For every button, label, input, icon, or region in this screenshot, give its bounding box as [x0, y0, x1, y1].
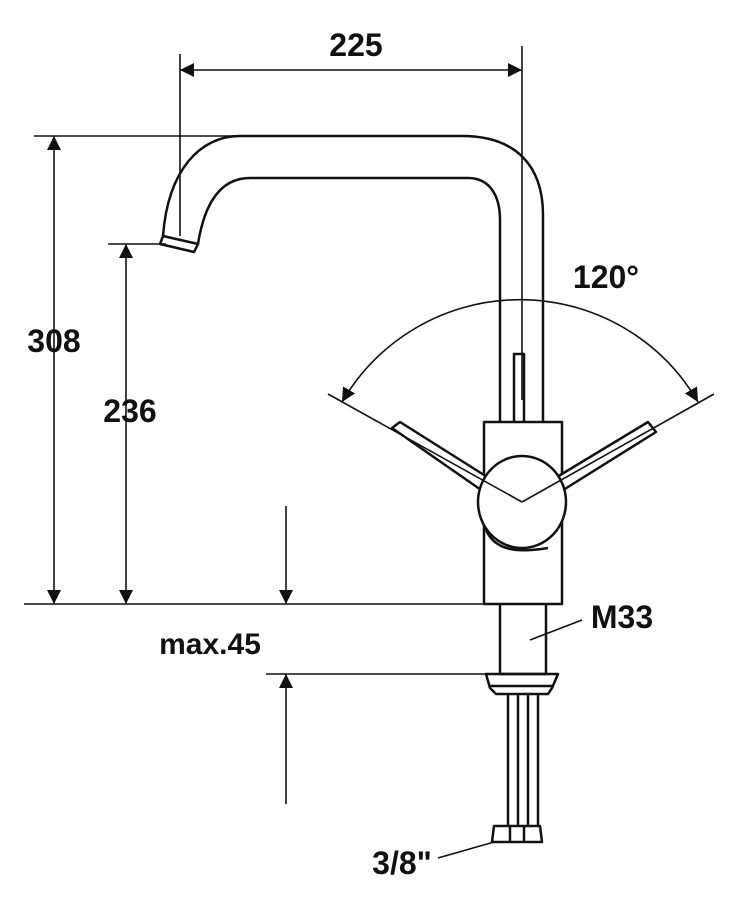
- shank: [498, 604, 548, 676]
- angle-ray-right: [521, 393, 715, 503]
- label-thread: M33: [591, 599, 653, 635]
- angle-arc: [341, 298, 699, 403]
- hose-nut: [490, 824, 544, 844]
- mounting-nut: [484, 672, 560, 696]
- angle-ray-left: [327, 393, 523, 503]
- leader-thread: [437, 841, 495, 859]
- label-width: 225: [329, 27, 382, 63]
- label-height-total: 308: [27, 323, 80, 359]
- cartridge-ridge: [484, 529, 549, 552]
- leader-m33: [529, 619, 583, 641]
- label-lever-angle: 120°: [573, 259, 639, 295]
- spout-outer: [161, 134, 545, 422]
- label-connection: 3/8": [372, 845, 432, 881]
- supply-hoses: [506, 694, 540, 826]
- spout-aerator: [158, 234, 200, 254]
- label-spout-height: 236: [103, 393, 156, 429]
- label-max-counter: max.45: [159, 628, 261, 661]
- lever-right: [550, 420, 658, 494]
- dimension-lines: [24, 46, 715, 859]
- faucet: [158, 134, 658, 844]
- spout-inner: [196, 176, 502, 422]
